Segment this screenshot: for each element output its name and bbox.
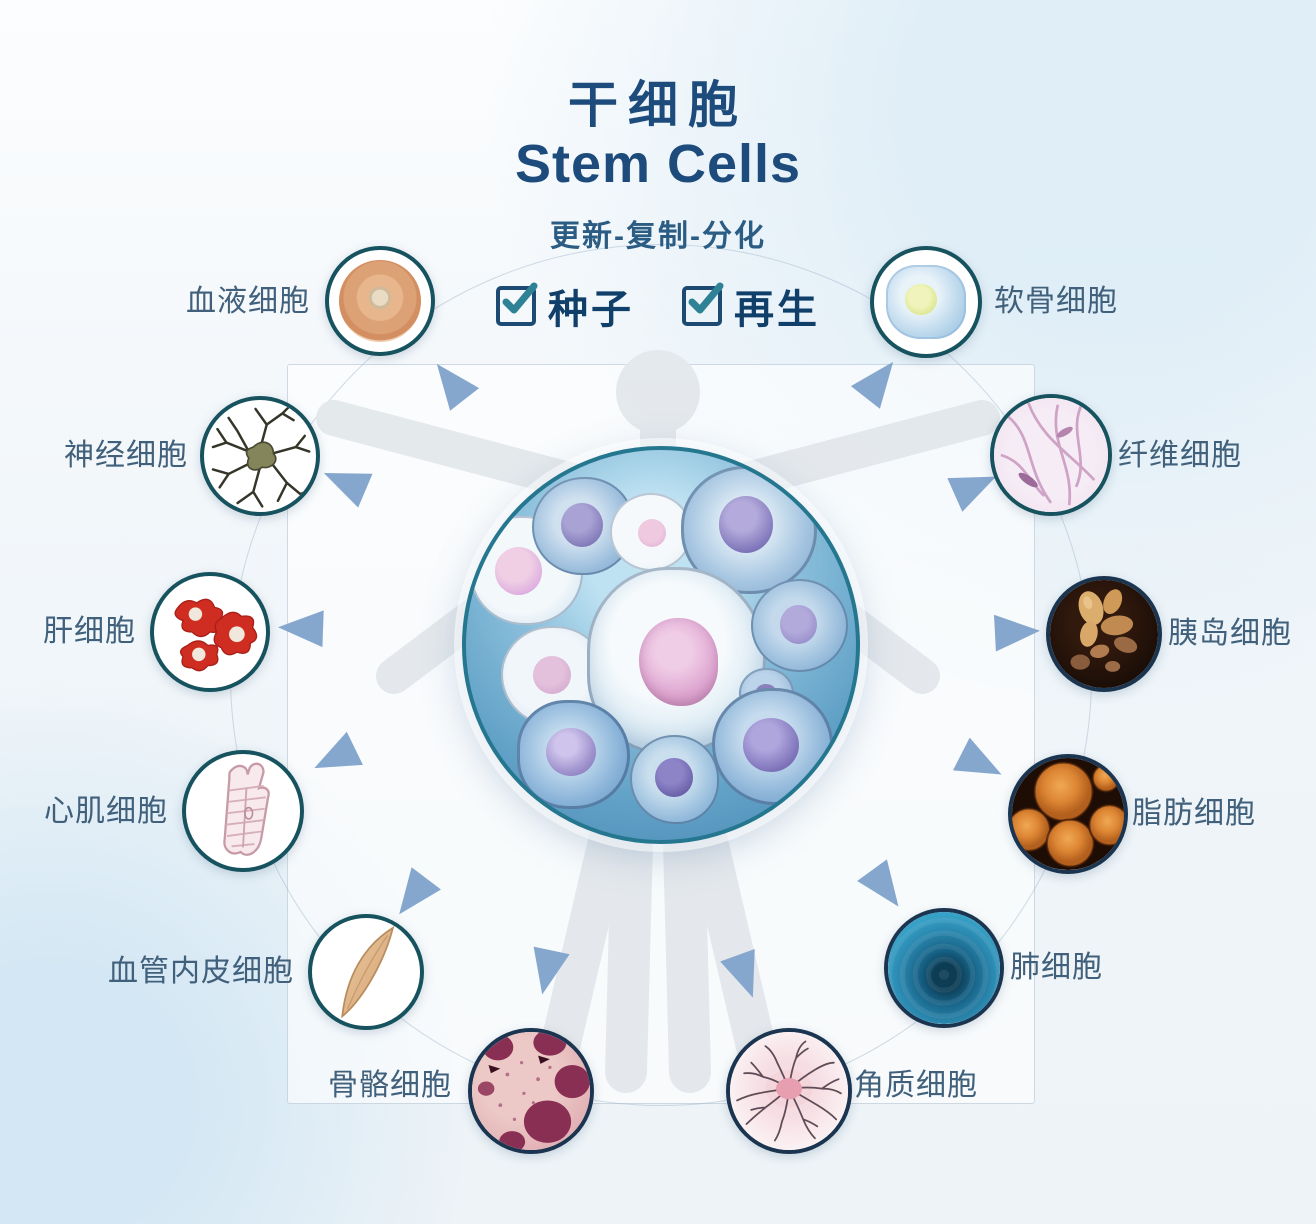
feature-list: 种子 再生 xyxy=(0,277,1316,335)
cell-blob xyxy=(610,492,693,571)
blood-cell-icon xyxy=(325,246,435,356)
fiber-background xyxy=(994,398,1108,512)
cell-blob xyxy=(711,687,833,805)
stem-cell-micrograph xyxy=(462,446,860,844)
checkbox-checked-icon xyxy=(496,282,538,327)
subtitle: 更新-复制-分化 xyxy=(550,220,766,254)
cell-nucleus xyxy=(532,655,571,695)
keratinocyte-cell-icon xyxy=(726,1028,852,1154)
cell-blob xyxy=(629,734,720,825)
islet-background xyxy=(1050,580,1158,688)
cell-nucleus xyxy=(743,718,799,773)
cell-nucleus xyxy=(546,727,596,776)
cell-label: 血液细胞 xyxy=(186,285,310,318)
cell-label: 血管内皮细胞 xyxy=(108,955,294,988)
cell-blob xyxy=(516,699,630,809)
cardiac-muscle-cell-icon xyxy=(182,750,304,872)
islet-cell-icon xyxy=(1046,576,1162,692)
feature-label: 种子 xyxy=(548,288,634,333)
checkbox-checked-icon xyxy=(682,282,724,327)
cartilage-blob xyxy=(886,264,966,340)
cell-label: 心肌细胞 xyxy=(44,795,168,828)
cell-label: 脂肪细胞 xyxy=(1132,797,1256,830)
endothelial-cell-icon xyxy=(308,914,424,1030)
cartilage-nucleus xyxy=(905,284,938,316)
lung-background xyxy=(888,912,1000,1024)
blood-cell-body xyxy=(339,260,421,342)
feature-regeneration: 再生 xyxy=(682,277,820,335)
page-title-en: Stem Cells xyxy=(514,134,802,194)
bone-cell-icon xyxy=(468,1028,594,1154)
cell-label: 纤维细胞 xyxy=(1118,439,1242,472)
feature-label: 再生 xyxy=(734,288,820,333)
cell-label: 肺细胞 xyxy=(1010,951,1103,984)
cell-nucleus xyxy=(560,502,604,548)
header: 干细胞 Stem Cells 更新-复制-分化 种子 再生 xyxy=(0,78,1316,335)
cell-label: 软骨细胞 xyxy=(994,285,1118,318)
page-title: 干细胞 xyxy=(568,77,748,133)
cell-label: 神经细胞 xyxy=(64,439,188,472)
cell-nucleus xyxy=(779,604,817,645)
fat-cell-icon xyxy=(1008,754,1128,874)
nerve-cell-icon xyxy=(200,396,320,516)
lung-texture xyxy=(888,912,1000,1024)
feature-seed: 种子 xyxy=(496,277,634,335)
cell-label: 肝细胞 xyxy=(43,615,136,648)
cell-label: 角质细胞 xyxy=(854,1069,978,1102)
lung-cell-icon xyxy=(884,908,1004,1028)
cell-nucleus xyxy=(494,546,543,595)
cell-label: 胰岛细胞 xyxy=(1168,617,1292,650)
cell-nucleus xyxy=(718,496,774,554)
cell-blob xyxy=(750,578,849,673)
cell-nucleus xyxy=(638,519,666,548)
cell-label: 骨骼细胞 xyxy=(328,1069,452,1102)
liver-cell-icon xyxy=(150,572,270,692)
fiber-cell-icon xyxy=(990,394,1112,516)
cell-nucleus xyxy=(638,617,718,706)
cartilage-cell-icon xyxy=(870,246,982,358)
cell-nucleus xyxy=(654,758,693,798)
